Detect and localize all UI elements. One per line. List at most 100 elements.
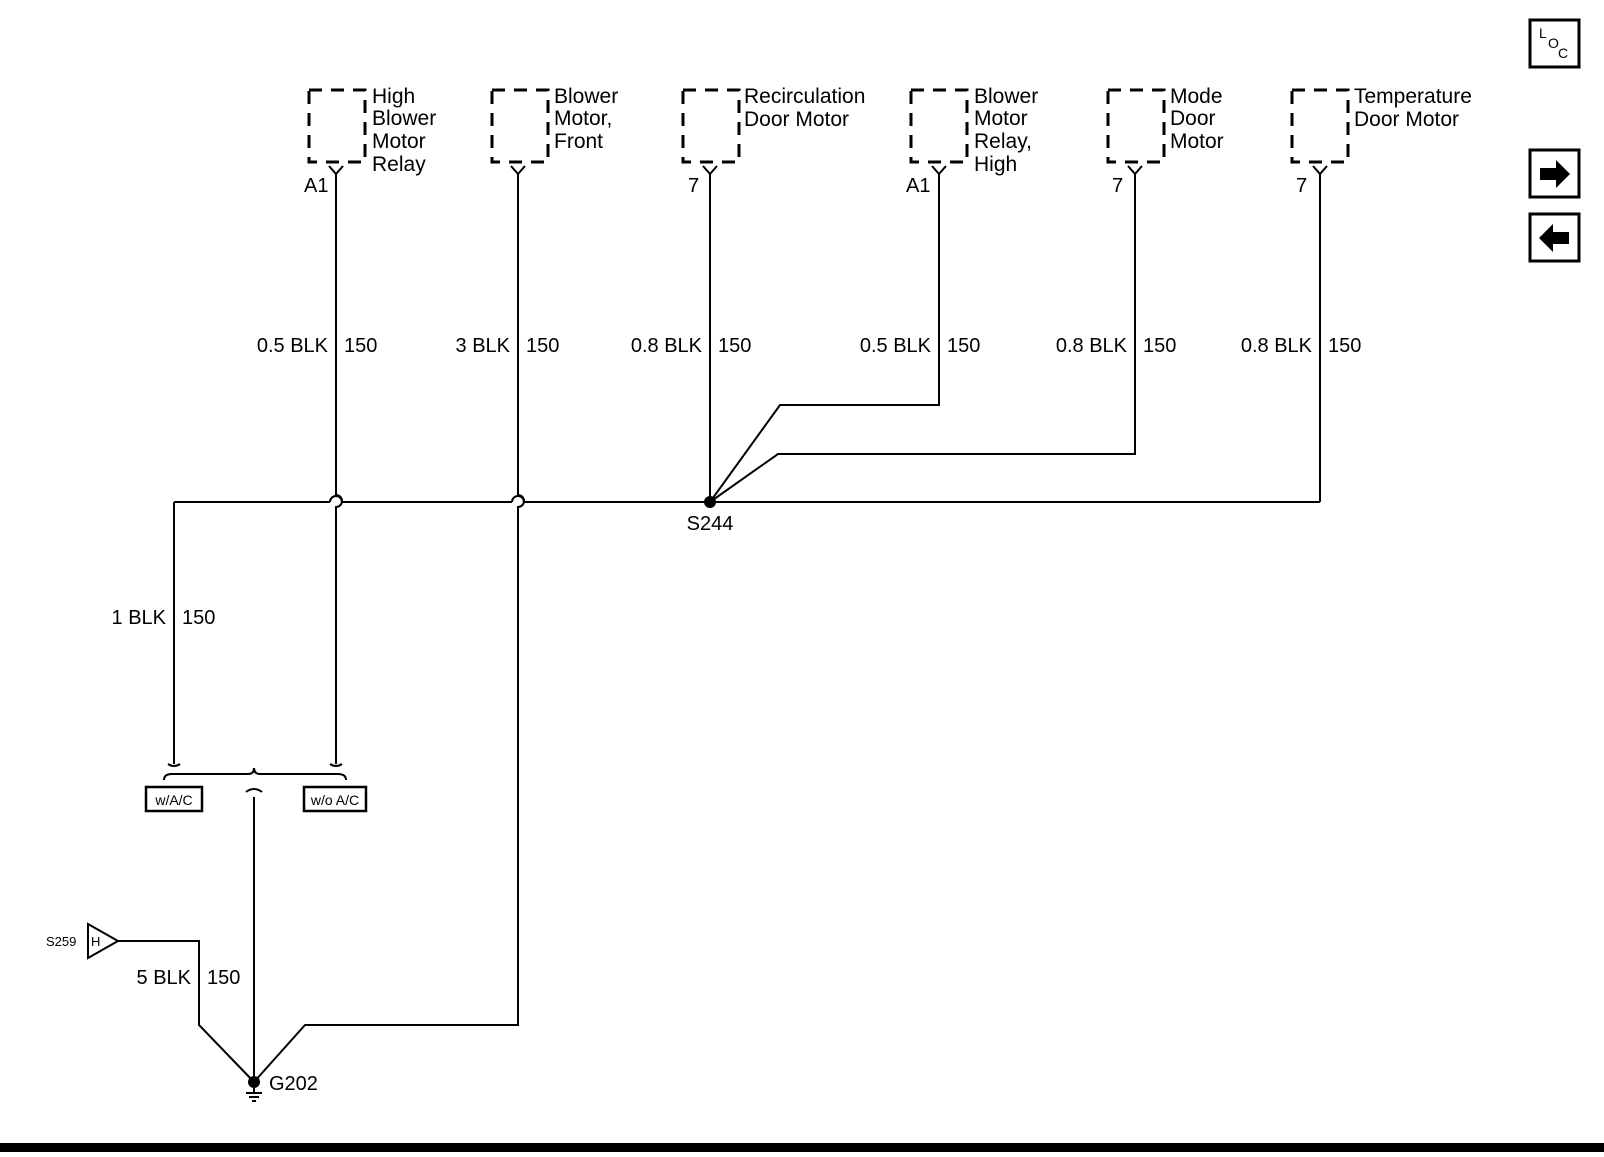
option-with-ac-label: w/A/C [154, 792, 192, 808]
splice-label: S244 [687, 513, 734, 535]
wire-spec: 5 BLK [137, 967, 192, 989]
pin-label: 7 [1296, 175, 1307, 197]
component-blower-motor-relay-high: Blower Motor Relay, High A1 [906, 85, 1038, 197]
component-label-line: Temperature [1354, 85, 1472, 108]
component-label-line: Relay [372, 153, 426, 176]
component-label-line: Relay, [974, 130, 1032, 153]
connector-pin [702, 165, 718, 176]
component-label-line: Door Motor [1354, 108, 1459, 131]
component-high-blower-motor-relay: High Blower Motor Relay A1 [304, 85, 436, 197]
ground-dot [248, 1076, 260, 1088]
component-box [681, 88, 741, 164]
component-label-line: Recirculation [744, 85, 865, 108]
wire-circuit: 150 [947, 335, 980, 357]
option-without-ac-label: w/o A/C [310, 792, 359, 808]
button-frame [1528, 148, 1581, 199]
wire-spec: 0.5 BLK [257, 335, 329, 357]
pin-label: A1 [906, 175, 930, 197]
inline-connector-s259: S259 H [46, 922, 121, 960]
wire-blower-relay-high [709, 174, 940, 503]
loc-letter-c: C [1558, 45, 1568, 61]
component-label-line: Motor, [554, 107, 612, 130]
wire-labels: 0.5 BLK 150 3 BLK 150 0.8 BLK 150 0.5 BL… [112, 335, 1362, 989]
wire-circuit: 150 [344, 335, 377, 357]
component-label-line: Blower [372, 107, 436, 130]
option-with-ac-box [144, 785, 204, 813]
wire-hop [329, 495, 343, 503]
connector-pin [510, 165, 526, 176]
connector-pins [328, 165, 1328, 176]
component-box [307, 88, 367, 164]
wire-circuit: 150 [1143, 335, 1176, 357]
pin-label: A1 [304, 175, 328, 197]
next-page-button[interactable] [1528, 148, 1581, 199]
option-brace [163, 767, 347, 781]
connector-pin [1127, 165, 1143, 176]
pin-label: 7 [1112, 175, 1123, 197]
ground-icon [246, 1088, 262, 1102]
pin-label: 7 [688, 175, 699, 197]
component-label-line: High [372, 85, 415, 108]
splice-s244: S244 [687, 496, 734, 535]
wire-high-blower-relay [335, 174, 343, 764]
arrow-left-icon [1539, 224, 1569, 252]
component-label-line: Motor [1170, 130, 1224, 153]
wire-circuit: 150 [207, 967, 240, 989]
ground-g202: G202 [246, 1073, 318, 1102]
loc-letter-o: O [1548, 35, 1559, 51]
connector-pin [1312, 165, 1328, 176]
component-label-line: Motor [372, 130, 426, 153]
component-recirculation-door-motor: Recirculation Door Motor 7 [681, 85, 865, 197]
inline-connector-pin: H [91, 934, 100, 949]
wire-circuit: 150 [1328, 335, 1361, 357]
connector-pin [328, 165, 344, 176]
wire-circuit: 150 [526, 335, 559, 357]
wire-spec: 1 BLK [112, 607, 167, 629]
wire-mode-door [709, 174, 1136, 503]
component-label-line: Front [554, 130, 603, 153]
component-box [490, 88, 550, 164]
bottom-rule [0, 1143, 1604, 1152]
component-box [1106, 88, 1166, 164]
arrow-right-icon [1540, 160, 1570, 188]
wire-spec: 0.5 BLK [860, 335, 932, 357]
splice-dot [704, 496, 716, 508]
connector-pin [167, 763, 181, 767]
option-bracket: w/A/C w/o A/C [144, 763, 368, 813]
component-label-line: Mode [1170, 85, 1223, 108]
wire-circuit: 150 [718, 335, 751, 357]
connector-triangle-icon [87, 922, 121, 960]
wire-spec: 0.8 BLK [1056, 335, 1128, 357]
wire-spec: 0.8 BLK [631, 335, 703, 357]
wires [118, 174, 1321, 1083]
connector-pin [931, 165, 947, 176]
component-box [1290, 88, 1350, 164]
component-label-line: Motor [974, 107, 1028, 130]
location-button[interactable]: L O C [1528, 18, 1581, 69]
component-label-line: Door Motor [744, 108, 849, 131]
component-mode-door-motor: Mode Door Motor 7 [1106, 85, 1224, 197]
wire-circuit: 150 [182, 607, 215, 629]
connector-pin [329, 763, 343, 767]
option-without-ac-box [302, 785, 368, 813]
wire-blower-motor-front [253, 174, 525, 1083]
inline-connector-label: S259 [46, 934, 76, 949]
wire-spec: 3 BLK [456, 335, 511, 357]
previous-page-button[interactable] [1528, 212, 1581, 263]
loc-letter-l: L [1539, 25, 1547, 41]
component-label-line: Blower [554, 85, 618, 108]
component-label-line: Blower [974, 85, 1038, 108]
wire-spec: 0.8 BLK [1241, 335, 1313, 357]
wire-hop [511, 495, 525, 503]
connector-pin [245, 788, 263, 793]
component-label-line: Door [1170, 107, 1216, 130]
component-label-line: High [974, 153, 1017, 176]
location-icon [1528, 18, 1581, 69]
component-blower-motor-front: Blower Motor, Front [490, 85, 618, 164]
ground-label: G202 [269, 1073, 318, 1095]
wire-s259 [118, 940, 255, 1083]
component-temperature-door-motor: Temperature Door Motor 7 [1290, 85, 1472, 197]
component-box [909, 88, 969, 164]
